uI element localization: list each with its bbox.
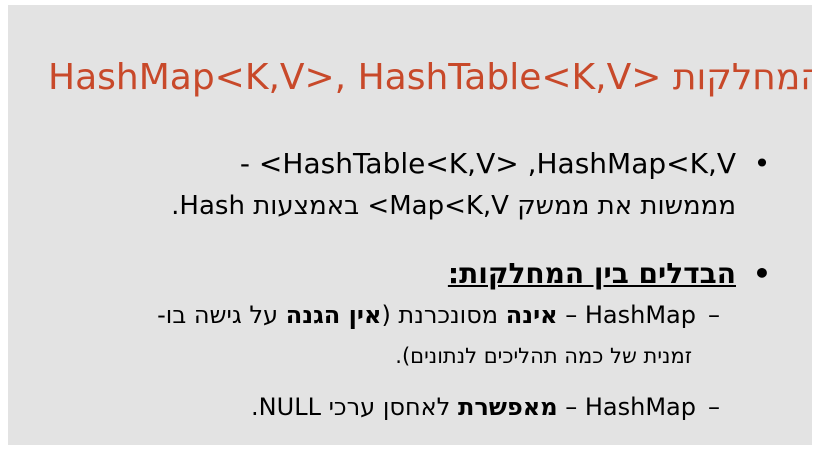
bullet1-line1: HashTable<K,V> ,HashMap<K,V> -	[239, 147, 736, 180]
sub2-lead: HashMap –	[557, 393, 696, 421]
sub-item-null: –HashMap – מאפשרת לאחסן ערכי NULL.	[251, 393, 720, 421]
bullet2-heading: הבדלים בין המחלקות:	[447, 257, 736, 290]
slide-title: HashMap<K,V>, HashTable<K,V> המחלקות	[48, 57, 812, 98]
sub2-tail: לאחסן ערכי NULL.	[251, 393, 458, 421]
bullet-dot: •	[753, 147, 771, 180]
sub-item-sync: –HashMap – אינה מסונכרנת (אין הגנה על גי…	[157, 301, 720, 329]
bullet-dot: •	[753, 257, 771, 290]
sub-dash: –	[708, 393, 720, 421]
sub1-line2: זמנית של כמה תהליכים לנתונים).	[395, 344, 692, 368]
bullet1-line2: מממשות את ממשק Map<K,V> באמצעות Hash.	[171, 191, 736, 221]
sub2-emph-allows: מאפשרת	[457, 393, 558, 421]
sub1-mid: מסונכרנת (	[381, 301, 506, 329]
bullet-differences: • הבדלים בין המחלקות:	[448, 257, 772, 290]
sub1-emph-no-protection: אין הגנה	[285, 301, 382, 329]
sub1-tail: על גישה בו-	[157, 301, 286, 329]
sub-dash: –	[708, 301, 720, 329]
sub1-lead: HashMap –	[557, 301, 696, 329]
slide: HashMap<K,V>, HashTable<K,V> המחלקות • Ha…	[8, 5, 812, 445]
sub1-emph-not: אינה	[505, 301, 558, 329]
bullet-implementations: • HashTable<K,V> ,HashMap<K,V> -	[240, 147, 772, 180]
